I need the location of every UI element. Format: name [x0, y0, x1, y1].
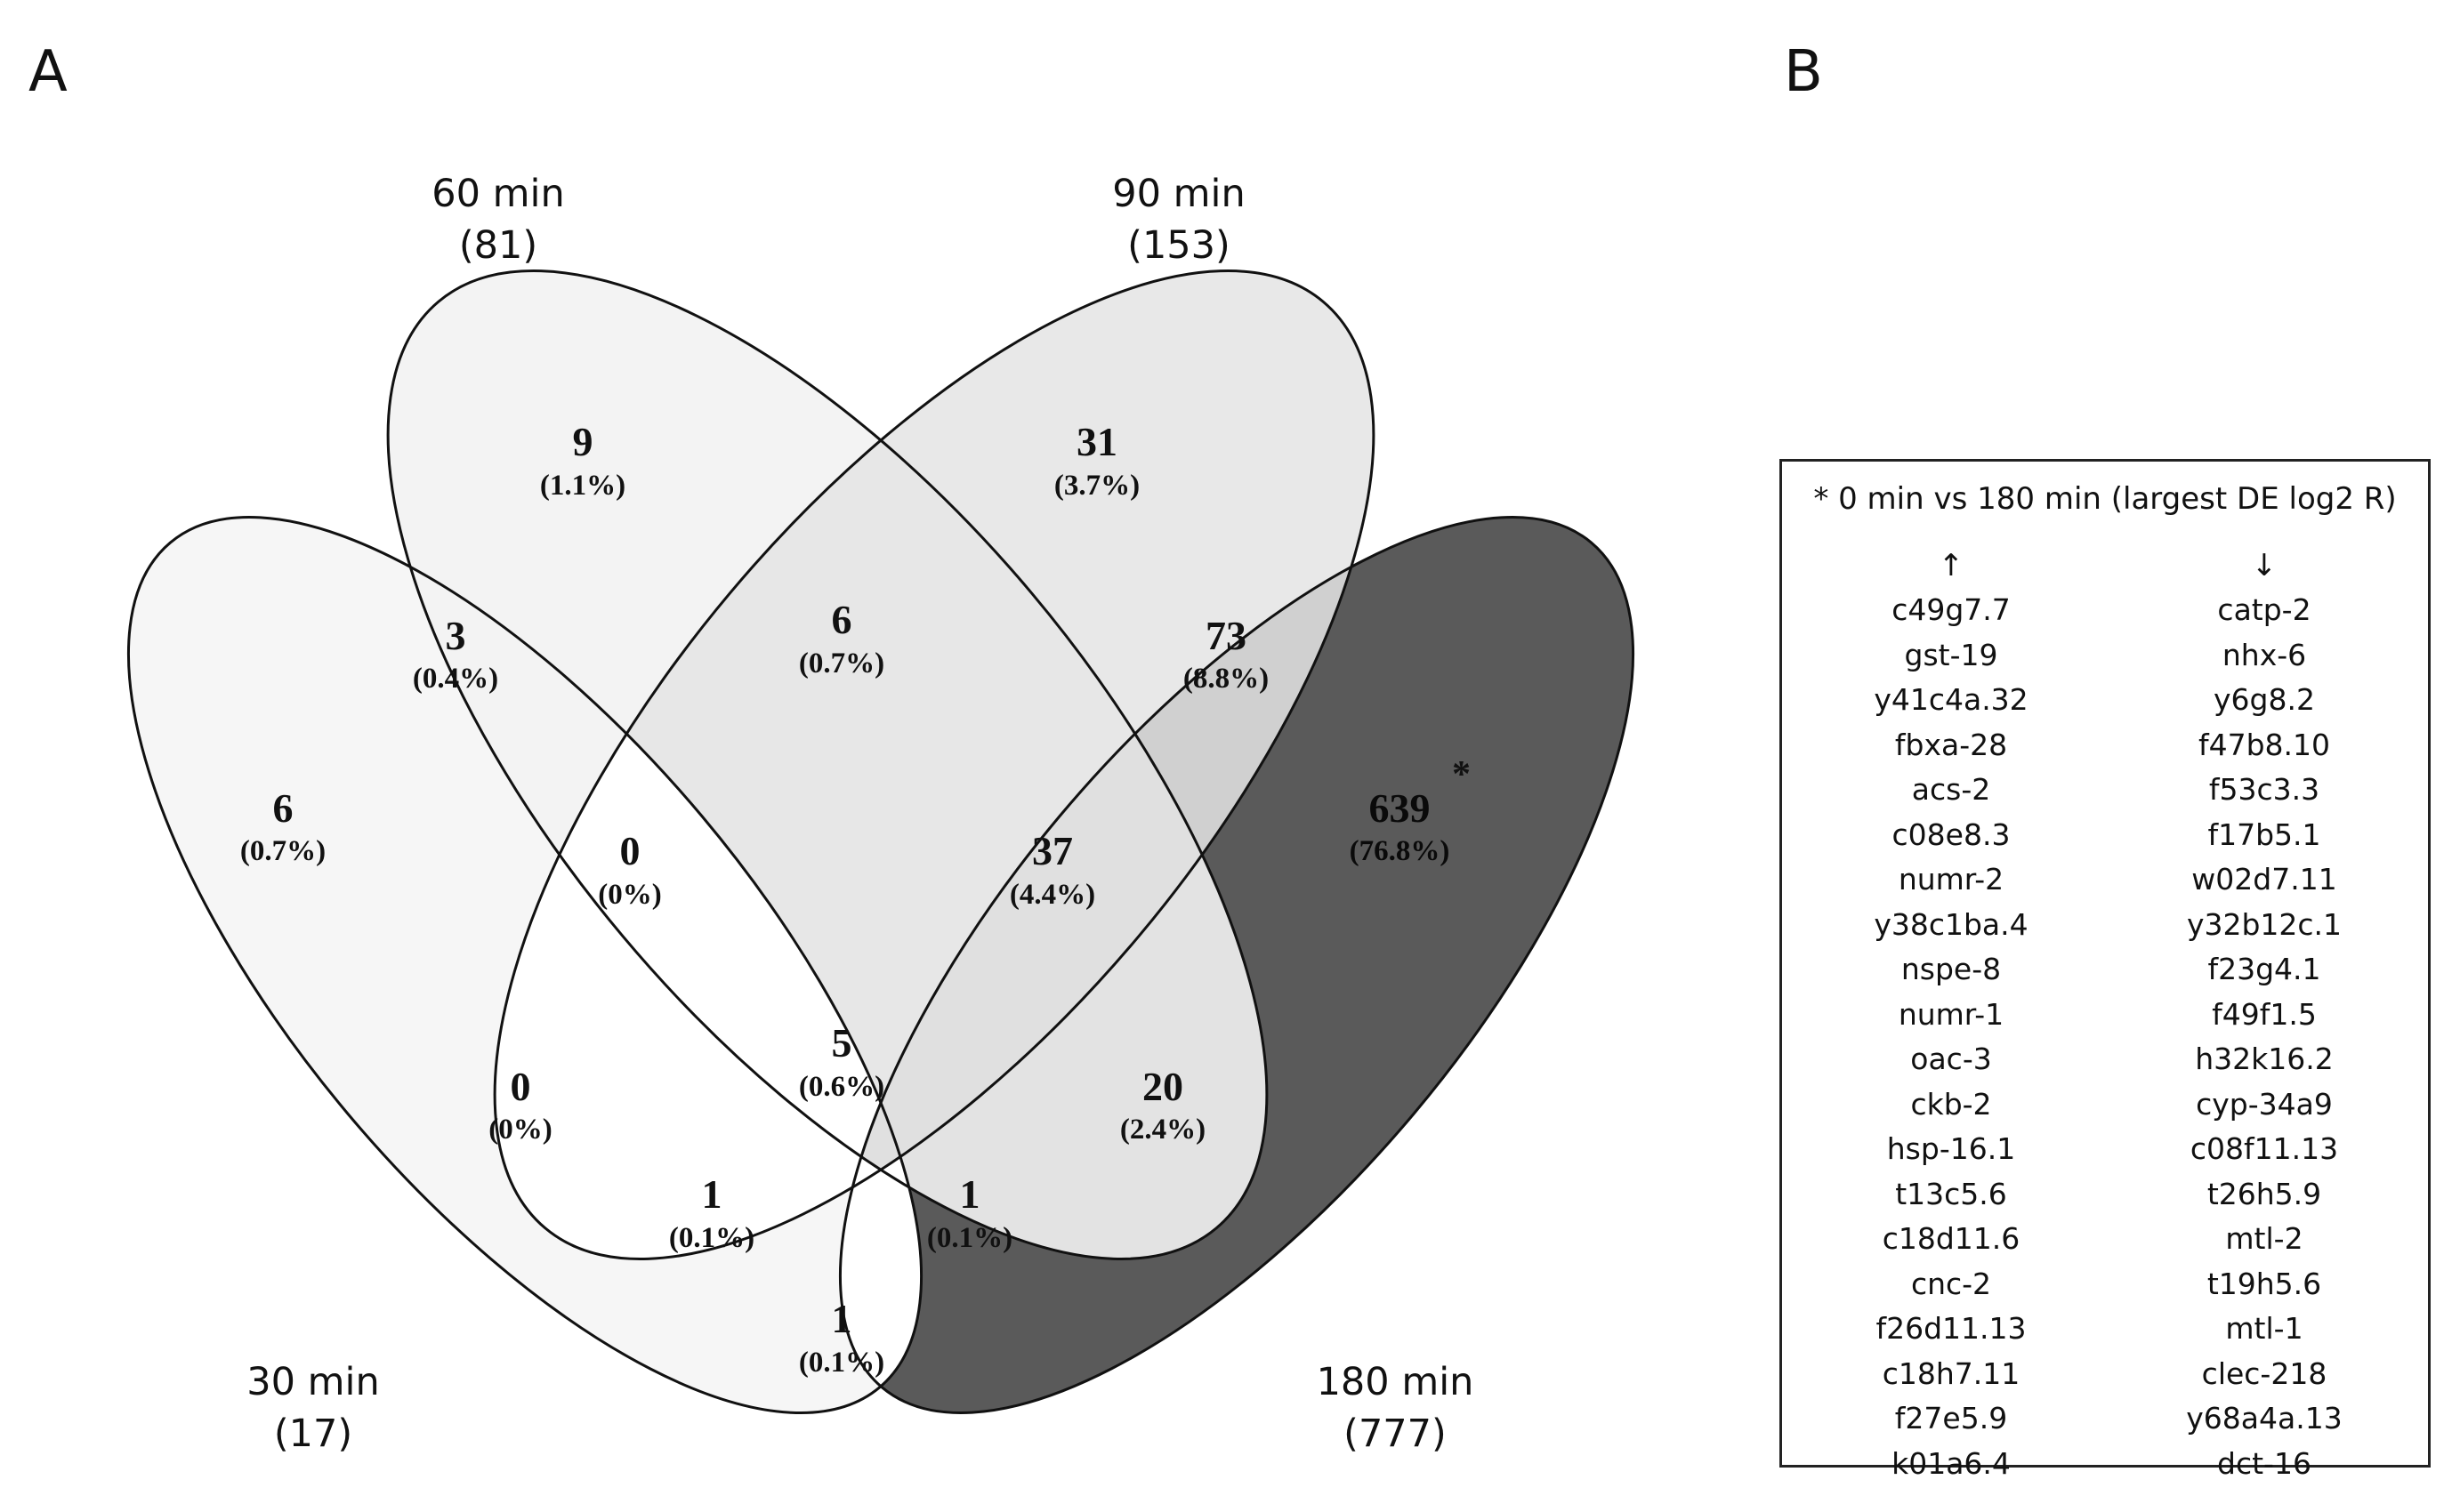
gene-table-title: * 0 min vs 180 min (largest DE log2 R): [1813, 481, 2397, 517]
gene-down-item: nhx-6: [2222, 637, 2307, 672]
gene-down-item: f17b5.1: [2207, 816, 2321, 852]
set-title-60: 60 min: [432, 172, 564, 216]
gene-down-item: y6g8.2: [2214, 682, 2315, 717]
upregulated-column: ↑ c49g7.7 gst-19 y41c4a.32 fbxa-28 acs-2 c08e…: [1818, 543, 2085, 1486]
gene-down-item: t26h5.9: [2206, 1176, 2322, 1211]
gene-down-item: f47b8.10: [2198, 727, 2331, 762]
set-30-outline: [126, 516, 924, 1414]
region-30-60-90-pct: (0%): [598, 879, 661, 911]
gene-up-item: c49g7.7: [1891, 592, 2011, 627]
set-60-outline: [386, 269, 1269, 1260]
gene-down-item: f23g4.1: [2207, 952, 2321, 986]
downregulated-column: ↓ catp-2 nhx-6 y6g8.2 f47b8.10 f53c3.3 f17b5.…: [2131, 543, 2398, 1486]
gene-up-item: f27e5.9: [1894, 1401, 2008, 1436]
region-only180-marker: *: [1452, 754, 1471, 795]
region-only90-pct: (3.7%): [1054, 470, 1140, 502]
gene-up-item: oac-3: [1910, 1042, 1992, 1076]
gene-up-item: cnc-2: [1910, 1266, 1992, 1301]
venn-diagram: 60 min (81) 90 min (153) 30 min (17) 180…: [126, 172, 1635, 1456]
overlap-30-90-fill: [341, 517, 922, 1400]
set-count-180: (777): [1343, 1411, 1447, 1456]
region-60-180-pct: (2.4%): [1120, 1114, 1206, 1146]
gene-up-item: c18d11.6: [1882, 1221, 2020, 1256]
gene-down-item: cyp-34a9: [2196, 1086, 2333, 1122]
region-only60-count: 9: [573, 419, 593, 464]
region-all-count: 5: [832, 1020, 852, 1066]
gene-up-item: ckb-2: [1910, 1086, 1992, 1122]
panel-label-a: A: [28, 39, 68, 105]
region-only60-pct: (1.1%): [540, 470, 625, 502]
gene-up-item: gst-19: [1904, 637, 1998, 672]
set-90-outline: [493, 269, 1375, 1260]
region-60-90-count: 6: [832, 597, 852, 642]
region-60-180-count: 20: [1142, 1064, 1183, 1109]
gene-down-item: mtl-1: [2225, 1311, 2303, 1346]
down-arrow-icon: ↓: [2251, 548, 2278, 583]
region-30-60-count: 3: [446, 613, 466, 658]
up-arrow-icon: ↑: [1938, 548, 1964, 583]
gene-up-item: acs-2: [1911, 772, 1991, 807]
region-60-90-180-pct: (4.4%): [1010, 879, 1095, 911]
gene-down-item: mtl-2: [2225, 1221, 2303, 1256]
set-count-90: (153): [1127, 223, 1230, 268]
gene-up-item: numr-2: [1898, 862, 2004, 897]
region-only180-pct: (76.8%): [1350, 835, 1450, 867]
region-90-180-count: 73: [1206, 613, 1246, 658]
region-30-90-pct: (0%): [488, 1114, 552, 1146]
gene-down-item: dct-16: [2217, 1445, 2311, 1481]
region-60-90-pct: (0.7%): [799, 647, 884, 680]
gene-down-item: w02d7.11: [2191, 862, 2337, 897]
region-30-60-pct: (0.4%): [413, 663, 498, 695]
region-30-180-pct: (0.1%): [799, 1347, 884, 1379]
region-30-90-count: 0: [511, 1064, 531, 1109]
gene-up-item: nspe-8: [1900, 952, 2002, 986]
set-count-30: (17): [274, 1411, 352, 1456]
region-only30-count: 6: [273, 785, 294, 831]
gene-down-item: c08f11.13: [2190, 1131, 2339, 1166]
region-30-60-180-count: 1: [960, 1171, 980, 1217]
region-30-90-180-pct: (0.1%): [669, 1222, 754, 1254]
gene-down-item: clec-218: [2201, 1355, 2327, 1391]
region-90-180-pct: (8.8%): [1183, 663, 1269, 695]
region-only180-count: 639: [1369, 785, 1431, 831]
set-180-outline: [838, 516, 1635, 1414]
overlap-60-180-fill: [840, 517, 1421, 1400]
region-60-90-180-count: 37: [1032, 828, 1073, 873]
region-30-90-180-count: 1: [702, 1171, 722, 1217]
region-30-60-180-pct: (0.1%): [927, 1222, 1012, 1254]
gene-up-item: c18h7.11: [1882, 1355, 2020, 1391]
gene-up-item: hsp-16.1: [1886, 1131, 2016, 1166]
gene-up-item: f26d11.13: [1875, 1311, 2027, 1346]
gene-up-item: numr-1: [1898, 996, 2004, 1032]
set-title-180: 180 min: [1317, 1360, 1474, 1404]
gene-up-item: fbxa-28: [1894, 727, 2008, 762]
gene-down-item: f53c3.3: [2208, 772, 2320, 807]
region-only30-pct: (0.7%): [240, 835, 326, 867]
region-only90-count: 31: [1077, 419, 1117, 464]
gene-down-item: t19h5.6: [2206, 1266, 2322, 1301]
gene-down-item: catp-2: [2217, 592, 2311, 627]
set-count-60: (81): [459, 223, 537, 268]
set-title-90: 90 min: [1112, 172, 1245, 216]
gene-up-item: y41c4a.32: [1874, 682, 2028, 717]
gene-down-item: y68a4a.13: [2186, 1401, 2343, 1436]
gene-down-item: h32k16.2: [2195, 1042, 2334, 1076]
gene-table-box: * 0 min vs 180 min (largest DE log2 R) ↑…: [1779, 459, 2431, 1481]
gene-up-item: t13c5.6: [1895, 1176, 2007, 1211]
gene-up-item: y38c1ba.4: [1874, 906, 2028, 942]
region-30-60-90-count: 0: [620, 828, 641, 873]
set-title-30: 30 min: [246, 1360, 379, 1404]
gene-down-item: f49f1.5: [2212, 996, 2317, 1032]
gene-down-item: y32b12c.1: [2186, 906, 2343, 942]
gene-up-item: k01a6.4: [1891, 1445, 2011, 1481]
panel-label-b: B: [1784, 39, 1823, 105]
region-all-pct: (0.6%): [799, 1071, 884, 1103]
gene-up-item: c08e8.3: [1891, 816, 2011, 852]
region-30-180-count: 1: [832, 1296, 852, 1341]
